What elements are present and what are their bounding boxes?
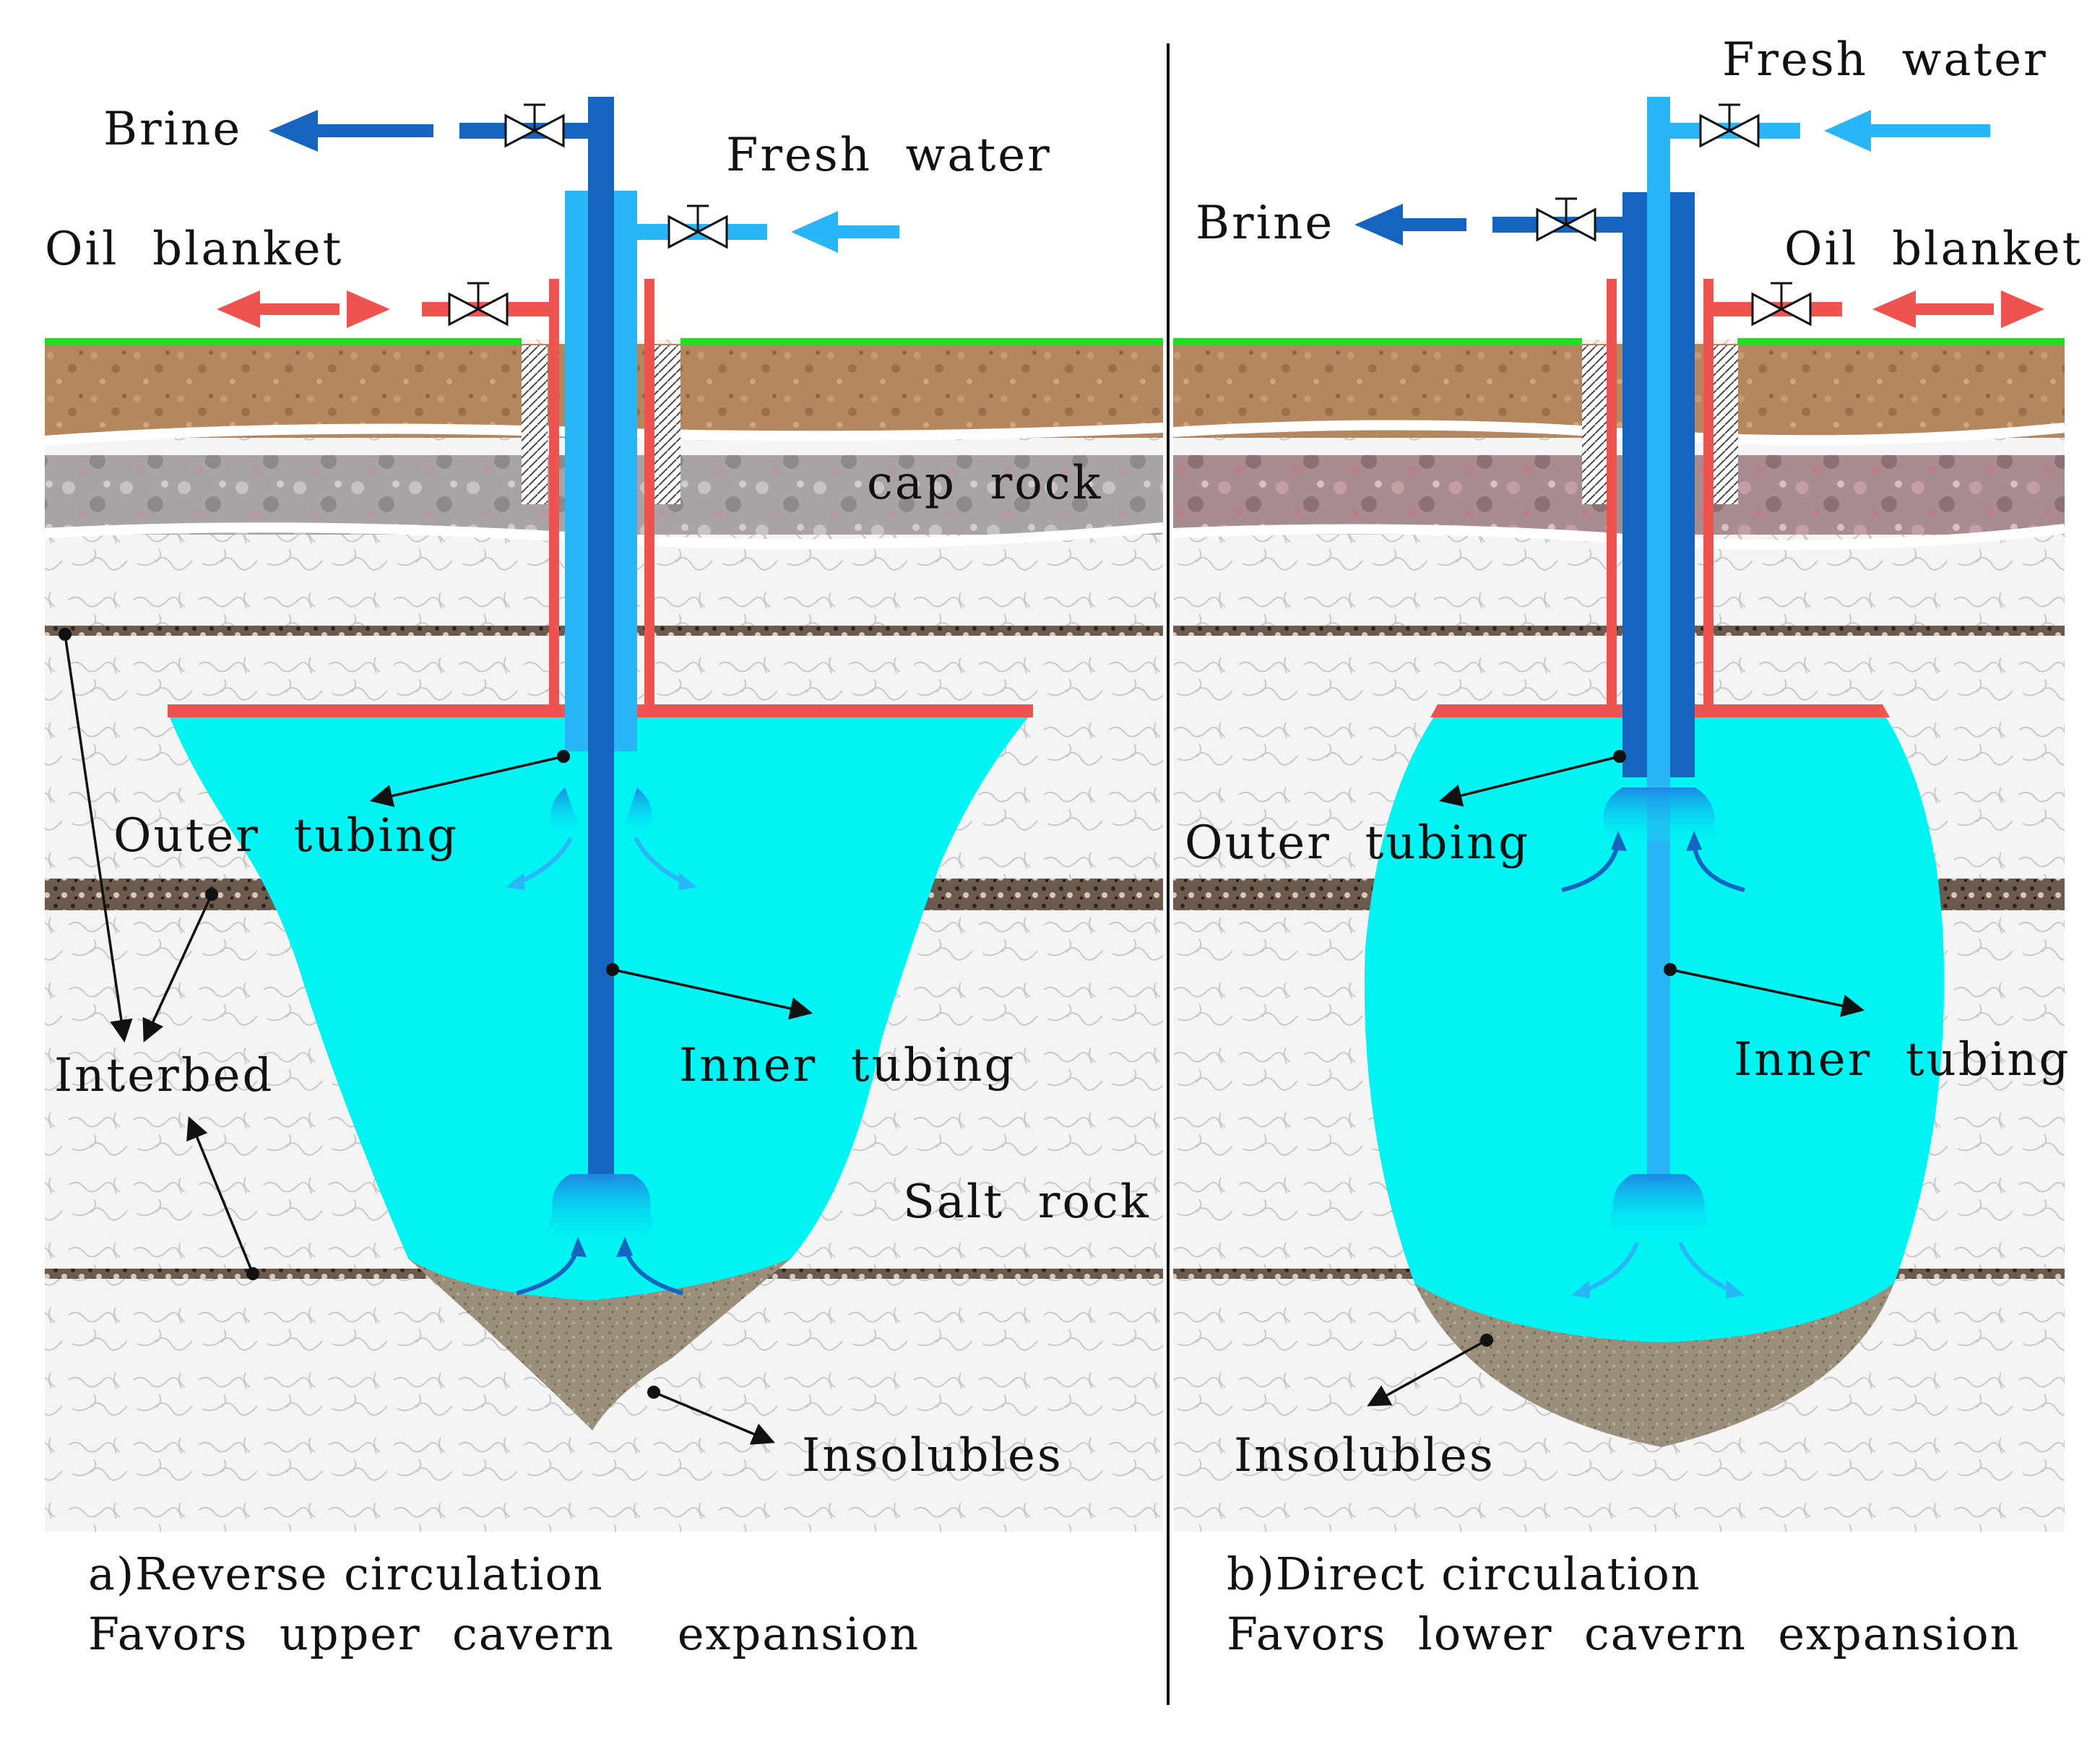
- cap-rock-layer-b: [1173, 455, 2065, 535]
- caption-b-line2: Favors lower cavern expansion: [1227, 1607, 2021, 1660]
- leader-lines-a: [59, 628, 813, 1445]
- label-fresh-water-a: Fresh water: [726, 129, 1052, 182]
- label-oil-blanket-b: Oil blanket: [1784, 223, 2083, 276]
- leader-lines-b: [1367, 750, 1865, 1407]
- panel-a-reverse-circulation: Brine Fresh water Oil blanket cap rock O…: [44, 97, 1164, 1660]
- panel-b-direct-circulation: Fresh water Brine Oil blanket Outer tubi…: [1172, 33, 2083, 1660]
- fresh-water-plume-icon: [506, 787, 697, 890]
- valve-icon[interactable]: [1699, 103, 1760, 148]
- brine-outflow-arrow-icon: [269, 110, 433, 152]
- production-casing-b-right: [1703, 279, 1714, 712]
- valve-icon[interactable]: [448, 282, 509, 327]
- casing-cement-a-right: [654, 345, 680, 504]
- ground-line-a-left: [45, 338, 522, 345]
- casing-cement-a-left: [522, 345, 548, 504]
- caption-a-line1: a)Reverse circulation: [88, 1547, 604, 1600]
- oil-blanket-double-arrow-icon: [217, 290, 390, 328]
- casing-cement-b-left: [1582, 345, 1608, 504]
- valve-icon[interactable]: [1536, 197, 1596, 242]
- valve-icon[interactable]: [667, 204, 728, 249]
- label-insolubles-b: Insolubles: [1234, 1429, 1495, 1482]
- label-outer-tubing-a: Outer tubing: [113, 809, 459, 863]
- label-salt-rock-a: Salt rock: [903, 1175, 1151, 1229]
- brine-intake-plume-icon: [516, 1174, 683, 1295]
- label-brine-b: Brine: [1196, 197, 1334, 250]
- caption-a-line2: Favors upper cavern expansion: [88, 1607, 920, 1660]
- insolubles-a: [408, 1259, 791, 1430]
- casing-cement-b-right: [1712, 345, 1738, 504]
- label-interbed-a: Interbed: [54, 1049, 275, 1102]
- production-casing-a-left: [549, 279, 559, 712]
- fresh-water-inflow-arrow-icon: [791, 211, 899, 253]
- brine-outflow-arrow-icon: [1354, 204, 1466, 246]
- label-outer-tubing-b: Outer tubing: [1185, 816, 1530, 870]
- label-inner-tubing-a: Inner tubing: [679, 1039, 1016, 1092]
- label-cap-rock-a: cap rock: [867, 457, 1102, 510]
- inner-tubing-a: [588, 97, 614, 1180]
- interbed-layer-b1: [1173, 626, 2065, 636]
- ground-line-b-left: [1173, 338, 1582, 345]
- inner-tubing-b: [1647, 97, 1670, 1180]
- label-oil-blanket-a: Oil blanket: [45, 223, 343, 276]
- caption-b-line1: b)Direct circulation: [1227, 1547, 1701, 1600]
- fresh-water-plume-icon: [1571, 1174, 1745, 1298]
- label-brine-a: Brine: [103, 103, 242, 156]
- fresh-water-inflow-arrow-icon: [1824, 110, 1990, 152]
- brine-intake-plume-icon: [1561, 787, 1745, 892]
- production-casing-b-left: [1607, 279, 1617, 712]
- ground-line-b-right: [1737, 338, 2065, 345]
- production-casing-a-right: [644, 279, 654, 712]
- valve-icon[interactable]: [1751, 282, 1812, 327]
- label-fresh-water-b: Fresh water: [1722, 33, 2048, 87]
- label-insolubles-a: Insolubles: [802, 1429, 1063, 1482]
- ground-line-a-right: [680, 338, 1163, 345]
- label-inner-tubing-b: Inner tubing: [1734, 1033, 2070, 1087]
- valve-icon[interactable]: [504, 103, 565, 148]
- oil-blanket-double-arrow-icon: [1872, 290, 2044, 328]
